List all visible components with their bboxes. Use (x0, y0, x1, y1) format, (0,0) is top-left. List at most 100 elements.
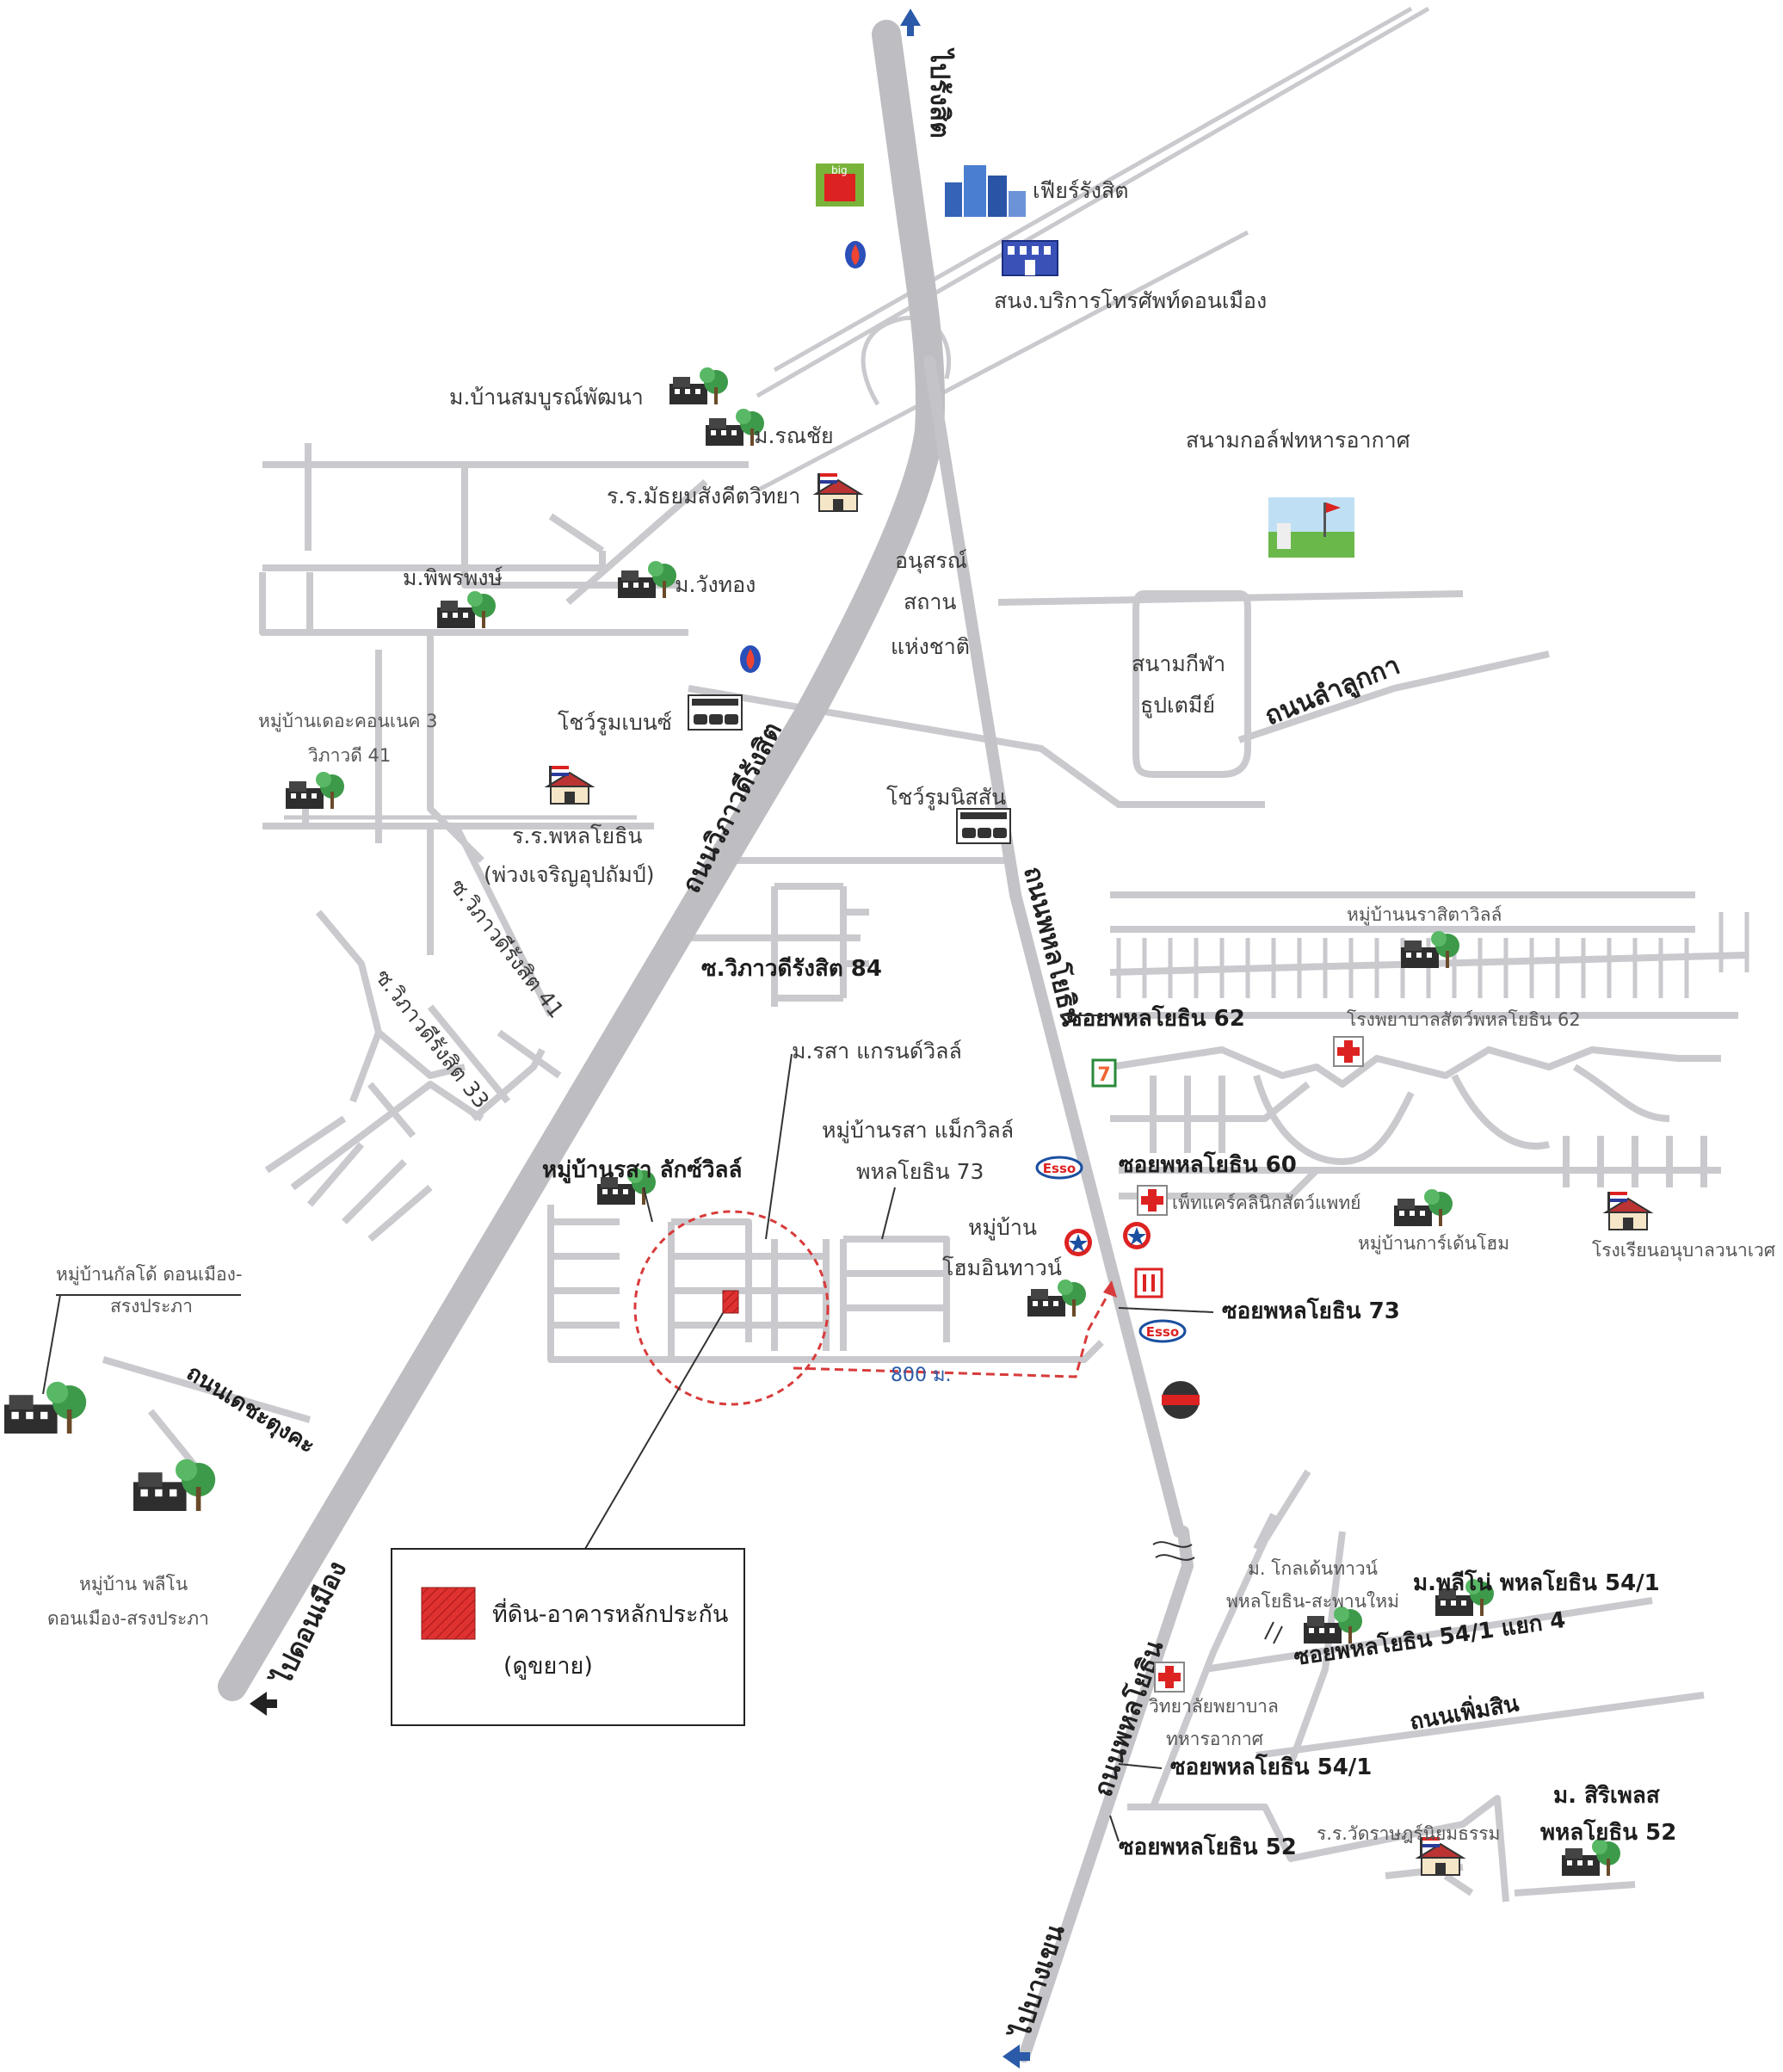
collateral-marker (722, 1290, 739, 1314)
esso-logo-icon (1035, 1156, 1083, 1180)
road-label-soi-phahon-62: ซอยพหลโยธิน 62 (1067, 1004, 1245, 1032)
office-building-icon (945, 165, 1026, 217)
label-m-rasa-grand: ม.รสา แกรนด์วิลล์ (792, 1039, 962, 1064)
label-m-rasa-1: หมู่บ้านนราสิตาวิลล์ (1347, 904, 1502, 926)
legend-swatch (421, 1587, 476, 1640)
leader-soi-52 (1109, 1815, 1120, 1842)
showroom-icon (688, 694, 743, 731)
legend-box: ที่ดิน-อาคารหลักประกัน (ดูขยาย) (391, 1548, 745, 1726)
arrow-to-rangsit: ไปรังสิต (900, 9, 955, 139)
road-break-mark (1152, 1541, 1283, 1644)
svg-text:ไปรังสิต: ไปรังสิต (924, 47, 955, 139)
village-house-icon (437, 591, 496, 628)
red-cross-icon (1333, 1036, 1364, 1067)
label-monument-1: อนุสรณ์ (895, 548, 967, 574)
label-m-siriplus-2: พหลโยธิน 52 (1540, 1818, 1676, 1846)
svg-text:ไปบางเขน: ไปบางเขน (1004, 1921, 1070, 2044)
label-m-goldentown-1: ม. โกลเด้นทาวน์ (1248, 1558, 1378, 1579)
caltex-star-icon (1064, 1229, 1092, 1256)
svg-text:7: 7 (1097, 1064, 1110, 1086)
label-stadium-2: ธูปเตมีย์ (1140, 693, 1215, 718)
label-hospital-af-2: ทหารอากาศ (1166, 1729, 1264, 1749)
label-animal-hospital: โรงพยาบาลสัตว์พหลโยธิน 62 (1347, 1009, 1581, 1030)
road-network (102, 6, 1749, 1902)
road-label-soi-phahon-60: ซอยพหลโยธิน 60 (1119, 1150, 1297, 1178)
shell-icon (1134, 1267, 1163, 1298)
label-school-mattayom: ร.ร.มัธยมสังคีตวิทยา (607, 484, 800, 509)
road-label-soi-phahon-73: ซอยพหลโยธิน 73 (1222, 1297, 1400, 1324)
label-m-wangthong: ม.วังทอง (675, 572, 756, 597)
village-house-icon (133, 1458, 216, 1511)
school-flag-icon (1605, 1191, 1651, 1230)
label-m-rasa-max-1: หมู่บ้านรสา แม็กวิลล์ (822, 1117, 1014, 1144)
legend-subtitle: (ดูขยาย) (503, 1653, 593, 1680)
phahonyothin-road (923, 355, 1185, 1538)
label-school-wat: ร.ร.วัดราษฎร์นิยมธรรม (1317, 1823, 1500, 1844)
arrow-to-bangkhen: ไปบางเขน (1003, 1921, 1071, 2069)
road-label-phahonyothin-south: ถนนพหลโยธิน (1087, 1636, 1170, 1801)
golf-flag-icon (1268, 497, 1354, 558)
leader-rasa-grand (765, 1053, 793, 1240)
svg-text:big: big (831, 164, 848, 176)
label-m-phiphon: ม.พิพรพงษ์ (403, 565, 503, 590)
label-m-garden: หมู่บ้านการ์เด้นโฮม (1358, 1233, 1509, 1255)
office-building-icon (1002, 240, 1058, 276)
road-label-soi-vibhavadi-84: ซ.วิภาวดีรังสิต 84 (701, 956, 882, 982)
red-cross-icon (1154, 1662, 1185, 1693)
vibhavadi-road (218, 20, 945, 1701)
label-golf: สนามกอล์ฟทหารอากาศ (1186, 428, 1410, 453)
label-m-plino-1: หมู่บ้าน พลีโน (79, 1574, 188, 1595)
label-m-kolden-1: หมู่บ้านกัลโด้ ดอนเมือง- (56, 1264, 242, 1286)
school-flag-icon (815, 472, 861, 512)
legend-title: ที่ดิน-อาคารหลักประกัน (492, 1598, 728, 1628)
label-school-phahon-1: ร.ร.พหลโยธิน (512, 823, 642, 848)
leader-kolden-pin (42, 1294, 61, 1395)
leader-legend (584, 1312, 724, 1550)
label-m-plino-phahon: ม.พลีโน่ พหลโยธิน 54/1 (1413, 1569, 1660, 1596)
label-stadium-1: สนามกีฬา (1132, 651, 1225, 676)
village-house-icon (1027, 1280, 1086, 1317)
route-line (793, 1290, 1112, 1378)
label-tot-office: สนง.บริการโทรศัพท์ดอนเมือง (994, 288, 1267, 313)
road-label-soi-vibhavadi-41: ซ.วิภาวดีรังสิต 41 (445, 874, 569, 1023)
label-m-theconnect-2: วิภาวดี 41 (308, 745, 391, 766)
label-hospital-af-1: วิทยาลัยพยาบาล (1149, 1696, 1279, 1717)
village-house-icon (1394, 1189, 1453, 1226)
label-showroom-benz: โชว์รูมเบนซ์ (558, 710, 672, 736)
label-m-rasa-max-2: พหลโยธิน 73 (856, 1159, 984, 1184)
distance-label: 800 ม. (891, 1365, 951, 1386)
village-house-icon (286, 772, 344, 809)
label-m-goldentown-2: พหลโยธิน-สะพานใหม่ (1226, 1591, 1399, 1612)
village-house-icon (618, 561, 676, 598)
label-m-plino-2: ดอนเมือง-สรงประภา (47, 1608, 209, 1629)
showroom-icon (956, 808, 1011, 844)
label-m-home-2: โฮมอินทาวน์ (942, 1255, 1062, 1280)
leader-soi-54 (1118, 1763, 1163, 1769)
label-m-siriplus-1: ม. สิริเพลส (1553, 1783, 1660, 1809)
road-label-soi-phahon-52: ซอยพหลโยธิน 52 (1119, 1833, 1297, 1860)
phahonyothin-road-south (1018, 1526, 1194, 2063)
label-m-ronchai: ม.รณชัย (754, 423, 834, 448)
label-m-somboon: ม.บ้านสมบูรณ์พัฒนา (449, 385, 644, 410)
road-label-detchatungkha: ถนนเดชะตุงคะ (182, 1360, 319, 1459)
ptt-gas-icon (845, 241, 866, 268)
school-flag-icon (546, 765, 593, 805)
target-area (633, 1210, 1117, 1406)
village-house-icon (669, 367, 728, 404)
label-monument-2: สถาน (904, 589, 957, 614)
label-kindergarten: โรงเรียนอนุบาลวนาเวศ (1592, 1240, 1776, 1261)
label-school-phahon-2: (พ่วงเจริญอุปถัมป์) (484, 862, 655, 888)
nissan-logo-icon (1162, 1381, 1200, 1419)
label-showroom-nissan: โชว์รูมนิสสัน (886, 785, 1006, 811)
esso-logo-icon (1138, 1319, 1187, 1343)
caltex-star-icon (1123, 1222, 1151, 1249)
leader-rasa-luxury (643, 1187, 653, 1223)
road-label-soi-phahon-54-1: ซอยพหลโยธิน 54/1 (1170, 1753, 1372, 1780)
label-future-rangsit: เฟียร์รังสิต (1033, 178, 1128, 203)
label-m-theconnect-1: หมู่บ้านเดอะคอนเนค 3 (258, 711, 438, 732)
leader-rasa-max (881, 1187, 896, 1240)
village-house-icon (4, 1381, 87, 1434)
big-c-logo-icon: big (816, 163, 864, 207)
east-grid-62 (1116, 912, 1749, 998)
